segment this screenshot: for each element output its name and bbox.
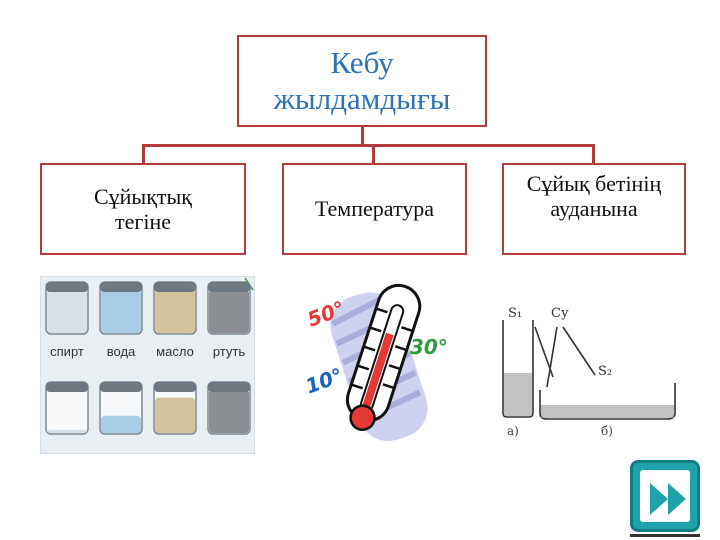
liquid-type-box: Сұйықтық тегіне: [40, 163, 246, 255]
liquid-вода: [101, 289, 141, 333]
label-su: Cу: [551, 306, 569, 321]
liquid-спирт: [47, 429, 87, 433]
jar-rim: [100, 282, 142, 292]
liquid-label-вода: вода: [107, 344, 136, 359]
label-a: а): [507, 424, 519, 438]
vessels-image: S₁ Cу S₂ а) б): [502, 306, 676, 438]
connector-horizontal: [142, 144, 594, 147]
jar-rim: [100, 382, 142, 392]
connector-vertical-left: [142, 144, 145, 164]
fast-forward-icon: [650, 483, 686, 515]
liquid-label-масло: масло: [156, 344, 194, 359]
connector-vertical-right: [592, 144, 595, 164]
liquid-масло: [155, 397, 195, 433]
liquid-type-label: Сұйықтық тегіне: [93, 183, 192, 234]
thermometer-body: [345, 283, 422, 431]
liquids-image: спирт вода масло ртуть: [40, 276, 255, 454]
jar-rim: [208, 382, 250, 392]
liquid-ртуть: [209, 289, 249, 333]
label-s1: S₁: [508, 306, 522, 321]
label-s2: S₂: [598, 364, 612, 379]
liquid-вода: [101, 415, 141, 433]
jar-rim: [208, 282, 250, 292]
root-label: Кебу жылдамдығы: [273, 45, 451, 116]
slide-bottom-bar: [630, 534, 700, 537]
temperature-box: Температура: [282, 163, 467, 255]
surface-area-box: Сұйық бетінің ауданына: [502, 163, 686, 255]
liquid-label-спирт: спирт: [50, 344, 84, 359]
liquid-label-ртуть: ртуть: [213, 344, 245, 359]
jar-rim: [46, 382, 88, 392]
liquid-масло: [155, 289, 195, 333]
liquid-ртуть: [209, 389, 249, 433]
reading-10: 10°: [302, 363, 346, 398]
surface-area-label: Сұйық бетінің ауданына: [526, 171, 662, 222]
reading-30: 30°: [410, 335, 448, 359]
connector-vertical-middle: [372, 144, 375, 164]
temperature-label: Температура: [314, 196, 435, 222]
label-b: б): [601, 424, 613, 438]
thermometer-image: 50° 30° 10°: [302, 283, 448, 442]
next-slide-button-face: [640, 470, 690, 522]
jar-rim: [154, 282, 196, 292]
next-slide-button[interactable]: [630, 460, 700, 532]
connector-vertical-root: [361, 127, 364, 145]
evaporation-rate-box: Кебу жылдамдығы: [237, 35, 487, 127]
liquid-спирт: [47, 289, 87, 333]
jar-rim: [46, 282, 88, 292]
jar-rim: [154, 382, 196, 392]
